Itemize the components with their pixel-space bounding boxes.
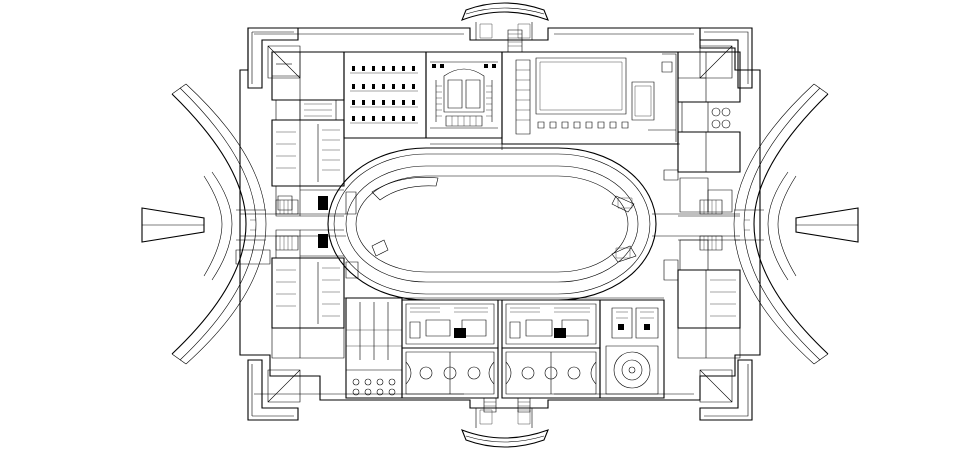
locker-room-south-west: [402, 300, 498, 348]
corner-tower-ne: [700, 28, 752, 88]
west-wing-rooms: [272, 52, 358, 358]
locker-room-south-east: [502, 300, 600, 348]
main-building-outline: [240, 28, 760, 408]
basketball-court-west: [402, 348, 498, 398]
east-entrance-canopy: [734, 84, 858, 364]
locker-room-north: [426, 52, 502, 138]
south-service-rooms: [346, 298, 402, 398]
north-entrance-canopy: [462, 3, 548, 40]
stairwells: [276, 30, 722, 412]
corner-tower-sw: [248, 360, 300, 420]
corner-tower-se: [700, 360, 752, 420]
corridors: [240, 138, 750, 298]
basketball-court-east: [502, 348, 600, 398]
south-entrance-canopy: [462, 408, 548, 447]
east-wing-rooms: [664, 52, 740, 358]
corner-tower-nw: [248, 28, 300, 88]
fountain-plaza: [600, 300, 664, 398]
equipment-rows: [350, 66, 418, 123]
running-track: [328, 148, 656, 300]
pool-hall: [502, 52, 678, 144]
west-entrance-canopy: [142, 84, 270, 364]
gym-equipment-room: [344, 52, 426, 138]
